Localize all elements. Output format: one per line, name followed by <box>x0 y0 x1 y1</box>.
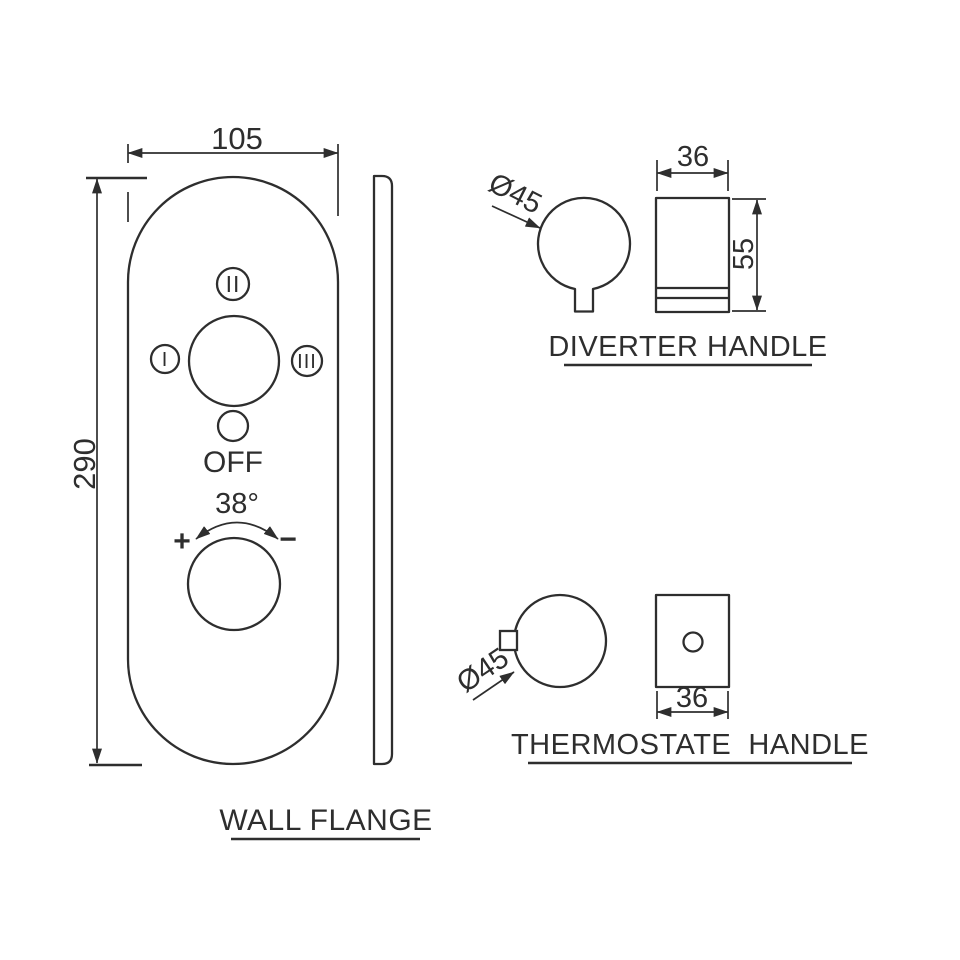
diverter-diameter-callout: Ø45 <box>483 167 547 229</box>
thermostate-label-group: THERMOSTATE HANDLE <box>511 729 869 765</box>
position-1-circle <box>149 343 181 375</box>
off-position-circle <box>216 409 250 443</box>
thermostat-diameter-leader <box>472 671 515 701</box>
position-indicator-3: III <box>290 344 324 378</box>
wall-flange-side-view <box>372 174 394 766</box>
thermostat-knob-front <box>512 593 608 689</box>
position-2-label: II <box>226 271 241 297</box>
diverter-dim-height-55: 55 <box>728 198 766 312</box>
thermostat-knob-tab <box>498 629 519 652</box>
rotation-arc-arrow <box>195 521 279 540</box>
diverter-knob-front <box>536 196 632 313</box>
diverter-dim-55-value: 55 <box>728 238 760 270</box>
minus-label: − <box>279 523 297 556</box>
diverter-diameter-leader <box>491 205 541 229</box>
position-3-circle <box>290 344 324 378</box>
diverter-diameter-label: Ø45 <box>483 167 546 220</box>
thermostat-dim-36-value: 36 <box>676 682 708 714</box>
position-indicator-1: I <box>149 343 181 375</box>
thermostate-handle-label: THERMOSTATE HANDLE <box>511 729 869 761</box>
angle-38-label: 38° <box>215 488 259 520</box>
position-2-circle <box>215 266 251 302</box>
thermostat-hole <box>186 536 282 632</box>
dim-105-value: 105 <box>211 121 263 156</box>
wall-flange-front-view: II I III OFF 38° + − <box>126 175 340 766</box>
wall-flange-label-group: WALL FLANGE <box>219 804 432 841</box>
thermostat-dim-width-36: 36 <box>656 682 729 719</box>
wall-flange-outline <box>126 175 340 766</box>
dim-height-290: 290 <box>67 176 147 767</box>
position-indicator-2: II <box>215 266 251 302</box>
plus-label: + <box>173 525 191 558</box>
diverter-handle-view: Ø45 36 55 DIVERTER HANDLE <box>483 141 827 367</box>
wall-flange-label: WALL FLANGE <box>219 804 432 837</box>
diverter-label-group: DIVERTER HANDLE <box>548 331 827 367</box>
off-label: OFF <box>203 446 263 479</box>
diverter-dim-36-value: 36 <box>677 141 709 173</box>
diverter-handle-label: DIVERTER HANDLE <box>548 331 827 363</box>
diverter-knob-side <box>654 196 731 314</box>
dim-width-105: 105 <box>127 121 339 222</box>
temperature-markings: 38° + − <box>173 488 297 558</box>
thermostat-side-hole <box>682 631 704 653</box>
position-1-label: I <box>162 349 169 371</box>
thermostat-knob-side <box>654 593 731 689</box>
thermostate-handle-view: Ø45 36 THERMOSTATE HANDLE <box>451 593 869 765</box>
diverter-hole <box>187 314 281 408</box>
diverter-dim-width-36: 36 <box>656 141 729 191</box>
position-3-label: III <box>297 351 317 373</box>
